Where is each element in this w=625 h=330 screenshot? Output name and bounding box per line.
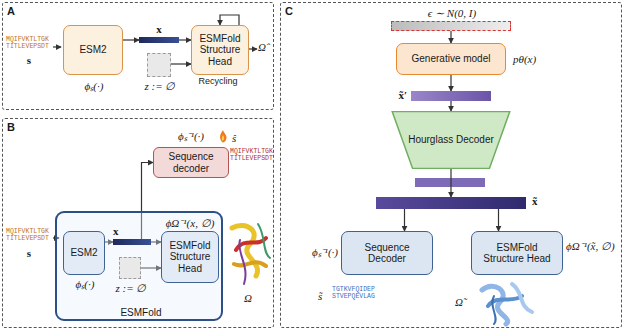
flow-arrow xyxy=(171,63,191,64)
flow-arrow xyxy=(404,209,405,231)
flame-icon xyxy=(220,130,227,142)
decoder-box: Sequence Decoderϕₛ⁻¹(·) xyxy=(341,231,433,275)
sequence-label: MQIFVKTLTGK TITLEVEPSDT xyxy=(6,228,54,243)
node-label: z := ∅ xyxy=(136,80,184,93)
structure-head-box: ESMFold Structure Head xyxy=(191,25,249,75)
node-annotation: ϕΩ⁻¹(x̃, ∅) xyxy=(566,240,618,253)
node-label: C xyxy=(285,5,305,18)
recycling-loop xyxy=(220,15,239,25)
panel: AESM2ϕₛ(·)xz := ∅ESMFold Structure Head xyxy=(2,2,274,110)
sequence-label: MQIFVKTLTGK TITLEVEPSDT xyxy=(6,36,54,51)
node-label: x xyxy=(139,23,179,36)
node-label: ESMFold xyxy=(57,307,225,319)
node-annotation: ϕΩ⁻¹(x, ∅) xyxy=(155,217,225,230)
trapezoid-shape xyxy=(392,112,510,169)
flow-arrow xyxy=(450,31,451,43)
node-annotation: pθ(x) xyxy=(513,53,563,66)
node-label: Hourglass Decoder xyxy=(405,134,497,146)
flow-arrow xyxy=(450,75,451,91)
node-label: ESMFold Structure Head xyxy=(192,33,248,68)
symbol-label: Ω̃ xyxy=(455,296,475,309)
latent-bar: x̃′ xyxy=(411,91,491,101)
node-label: Sequence decoder xyxy=(154,151,228,174)
node-label: x̃ xyxy=(532,195,552,208)
structure-head-box: ESMFold Structure HeadϕΩ⁻¹(x̃, ∅) xyxy=(471,231,563,275)
flow-arrow xyxy=(450,169,451,197)
symbol-label: s xyxy=(24,247,34,260)
sequence-label: TGTKVFQIDEP STVEPQEVLAG xyxy=(332,286,396,301)
node-label: A xyxy=(7,5,27,18)
protein-structure xyxy=(232,224,270,284)
node-label: x̃′ xyxy=(385,89,407,102)
input-arrow xyxy=(53,46,61,47)
sequence-label: MQIFVKTLTGK TITLEVEPSDT xyxy=(230,148,276,163)
node-label: ESMFold Structure Head xyxy=(162,240,218,275)
generator-box: Generative modelpθ(x) xyxy=(396,43,506,75)
node-label: x xyxy=(113,225,129,238)
node-label: Sequence Decoder xyxy=(342,242,432,265)
edge-label: Recycling xyxy=(190,76,246,86)
embedding-bar: x̃ xyxy=(376,197,526,209)
embedding-bar: x xyxy=(139,37,179,43)
node-label: z := ∅ xyxy=(108,282,154,295)
model-group: ESMFoldESM2ϕₛ(·)xz := ∅ESMFold Structure… xyxy=(55,211,223,321)
node-label: Generative model xyxy=(409,53,494,65)
node-annotation: ϕₛ(·) xyxy=(60,278,110,291)
decoder-box: Sequence decoderϕₛ⁻¹(·) xyxy=(153,147,229,178)
embedding-bar: x xyxy=(113,239,151,245)
symbol-label: s xyxy=(24,54,34,67)
structure-head-box: ESMFold Structure HeadϕΩ⁻¹(x, ∅) xyxy=(161,231,219,283)
decoder-trapezoid: Hourglass Decoder xyxy=(391,111,511,169)
flow-arrow xyxy=(123,39,139,40)
flow-arrow xyxy=(179,39,191,40)
symbol-label: s̃ xyxy=(318,290,330,303)
symbol-label: ŝ xyxy=(232,132,244,145)
panel: Cϵ ∼ N(0, I)Generative modelpθ(x)x̃′Hour… xyxy=(280,2,622,328)
encoder-box: ESM2ϕₛ(·) xyxy=(63,231,105,275)
latent-box: z := ∅ xyxy=(147,53,171,77)
node-label: ESM2 xyxy=(67,247,100,259)
node-annotation: ϕₛ⁻¹(·) xyxy=(284,246,338,259)
flow-arrow xyxy=(450,101,451,111)
latent-bar xyxy=(415,178,485,187)
node-label: ESMFold Structure Head xyxy=(472,242,562,265)
latent-box: z := ∅ xyxy=(119,257,141,279)
node-annotation: ϕₛ⁻¹(·) xyxy=(154,130,228,143)
symbol-label: Ω xyxy=(238,292,258,305)
node-label: B xyxy=(7,121,27,134)
protein-structure xyxy=(482,284,532,324)
noise-bar: ϵ ∼ N(0, I) xyxy=(391,21,511,31)
node-label: ϵ ∼ N(0, I) xyxy=(392,7,512,20)
symbol-label: Ω̂ xyxy=(258,41,274,54)
flow-arrow xyxy=(498,209,499,231)
encoder-box: ESM2ϕₛ(·) xyxy=(63,25,123,75)
node-annotation: ϕₛ(·) xyxy=(64,80,124,93)
node-label: ESM2 xyxy=(76,44,109,56)
